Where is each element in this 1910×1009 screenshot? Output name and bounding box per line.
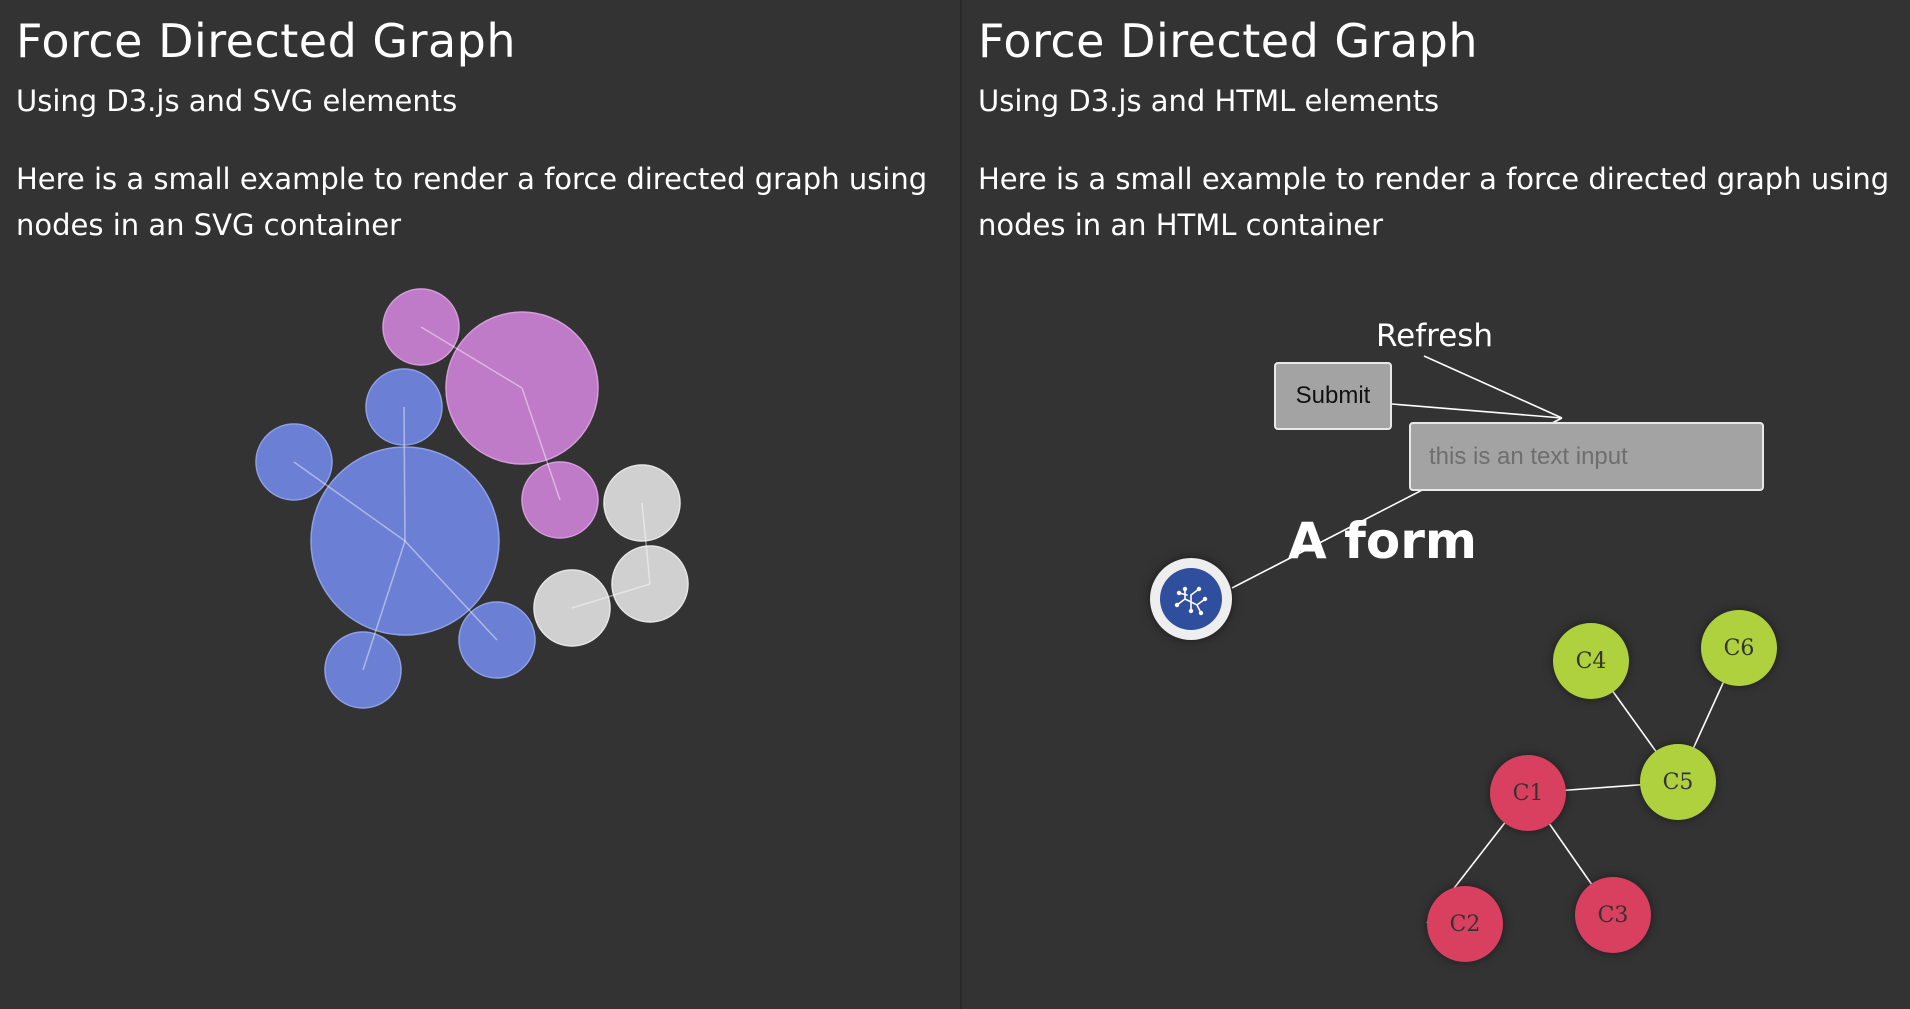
node-c4[interactable]: C4: [1553, 623, 1629, 699]
node-c6[interactable]: C6: [1701, 610, 1777, 686]
graph-node[interactable]: [365, 368, 443, 446]
node-c3[interactable]: C3: [1575, 877, 1651, 953]
form-label: A form: [1288, 512, 1477, 570]
graph-node[interactable]: [521, 461, 599, 539]
graph-link: [403, 406, 406, 542]
page-subtitle: Using D3.js and HTML elements: [978, 84, 1440, 118]
graph-link: [420, 326, 523, 389]
graph-node[interactable]: [533, 569, 611, 647]
graph-node[interactable]: [382, 288, 460, 366]
graph-node[interactable]: [255, 423, 333, 501]
submit-button[interactable]: Submit: [1274, 362, 1392, 430]
page-description: Here is a small example to render a forc…: [978, 162, 1890, 242]
graph-link: [521, 387, 561, 501]
panel-divider: [960, 0, 962, 1009]
graph-links: [1231, 355, 1740, 924]
page-title: Force Directed Graph: [16, 14, 517, 68]
logo-node[interactable]: [1150, 558, 1232, 640]
graph-node[interactable]: [324, 631, 402, 709]
svg-force-graph[interactable]: [0, 0, 960, 1009]
node-c1[interactable]: C1: [1490, 755, 1566, 831]
graph-node[interactable]: [611, 545, 689, 623]
graph-node[interactable]: [458, 601, 536, 679]
graph-link: [1423, 355, 1563, 419]
graph-link: [571, 583, 651, 609]
page-description: Here is a small example to render a forc…: [16, 162, 928, 242]
node-c2[interactable]: C2: [1427, 886, 1503, 962]
node-c5[interactable]: C5: [1640, 744, 1716, 820]
graph-link: [1391, 403, 1563, 419]
graph-node[interactable]: [603, 464, 681, 542]
graph-link: [404, 540, 498, 641]
graph-node[interactable]: [445, 311, 599, 465]
page-subtitle: Using D3.js and SVG elements: [16, 84, 458, 118]
page-title: Force Directed Graph: [978, 14, 1479, 68]
svg-example-panel: Force Directed Graph Using D3.js and SVG…: [0, 0, 960, 1009]
refresh-link[interactable]: Refresh: [1376, 318, 1494, 354]
graph-node[interactable]: [310, 446, 500, 636]
html-example-panel: Force Directed Graph Using D3.js and HTM…: [962, 0, 1910, 1009]
graph-link: [362, 540, 406, 671]
graph-link: [641, 502, 651, 585]
text-input[interactable]: [1409, 422, 1764, 491]
html-force-graph: Refresh Submit A form: [962, 0, 1910, 1009]
graph-link: [293, 461, 406, 542]
circuit-logo-icon: [1160, 568, 1222, 630]
